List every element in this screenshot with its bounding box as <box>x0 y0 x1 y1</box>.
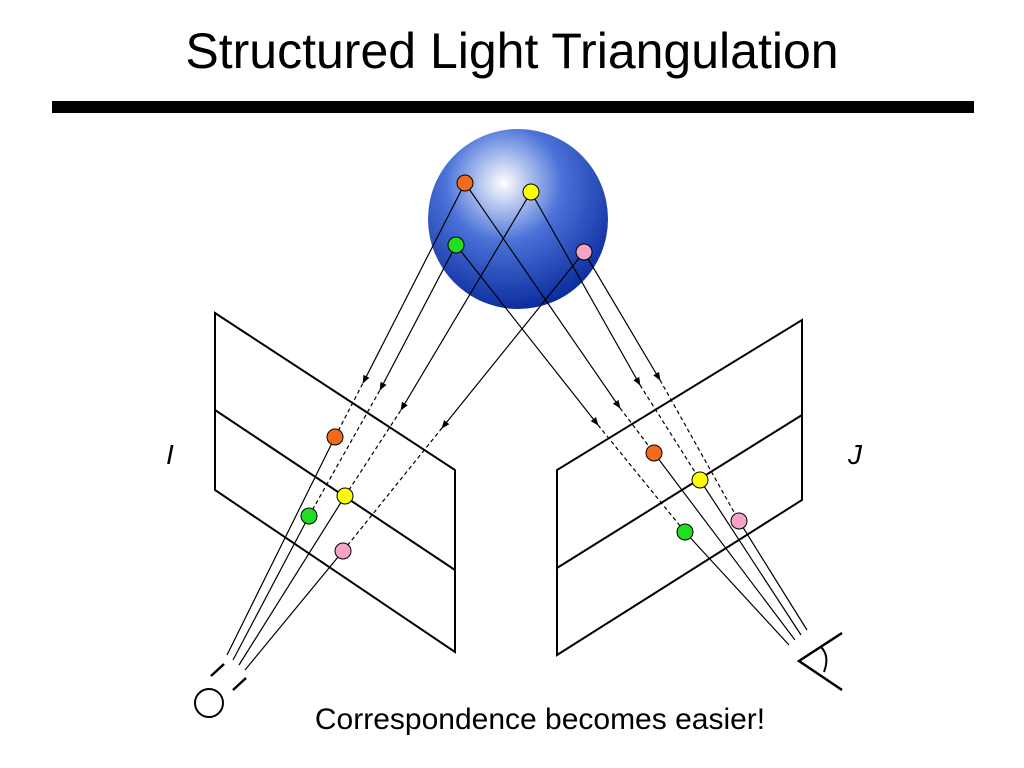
left-point-pink <box>334 542 352 560</box>
left-point-green <box>300 507 318 525</box>
right-plane-points <box>645 444 748 541</box>
slide-title: Structured Light Triangulation <box>185 23 839 79</box>
right-point-pink <box>730 512 748 530</box>
slide-caption: Correspondence becomes easier! <box>314 703 766 736</box>
right-image-plane <box>556 318 803 657</box>
right-point-green <box>676 523 694 541</box>
right-plane-label: J <box>847 439 863 470</box>
left-point-yellow <box>336 487 354 505</box>
right-point-yellow <box>691 471 709 489</box>
title-rule <box>52 101 974 113</box>
left-image-plane <box>214 311 456 654</box>
projector-icon <box>194 663 247 718</box>
camera-eye-icon <box>796 631 843 692</box>
sphere-point-pink <box>575 243 593 261</box>
left-projection-rays <box>226 182 585 671</box>
left-plane-points <box>300 428 354 560</box>
sphere-point-yellow <box>522 183 540 201</box>
object-sphere <box>428 129 608 309</box>
sphere-points <box>447 174 593 261</box>
left-point-orange <box>326 428 344 446</box>
right-viewing-rays <box>455 182 808 646</box>
sphere-point-green <box>447 236 465 254</box>
left-plane-label: I <box>166 439 174 470</box>
right-point-orange <box>645 444 663 462</box>
sphere-point-orange <box>456 174 474 192</box>
